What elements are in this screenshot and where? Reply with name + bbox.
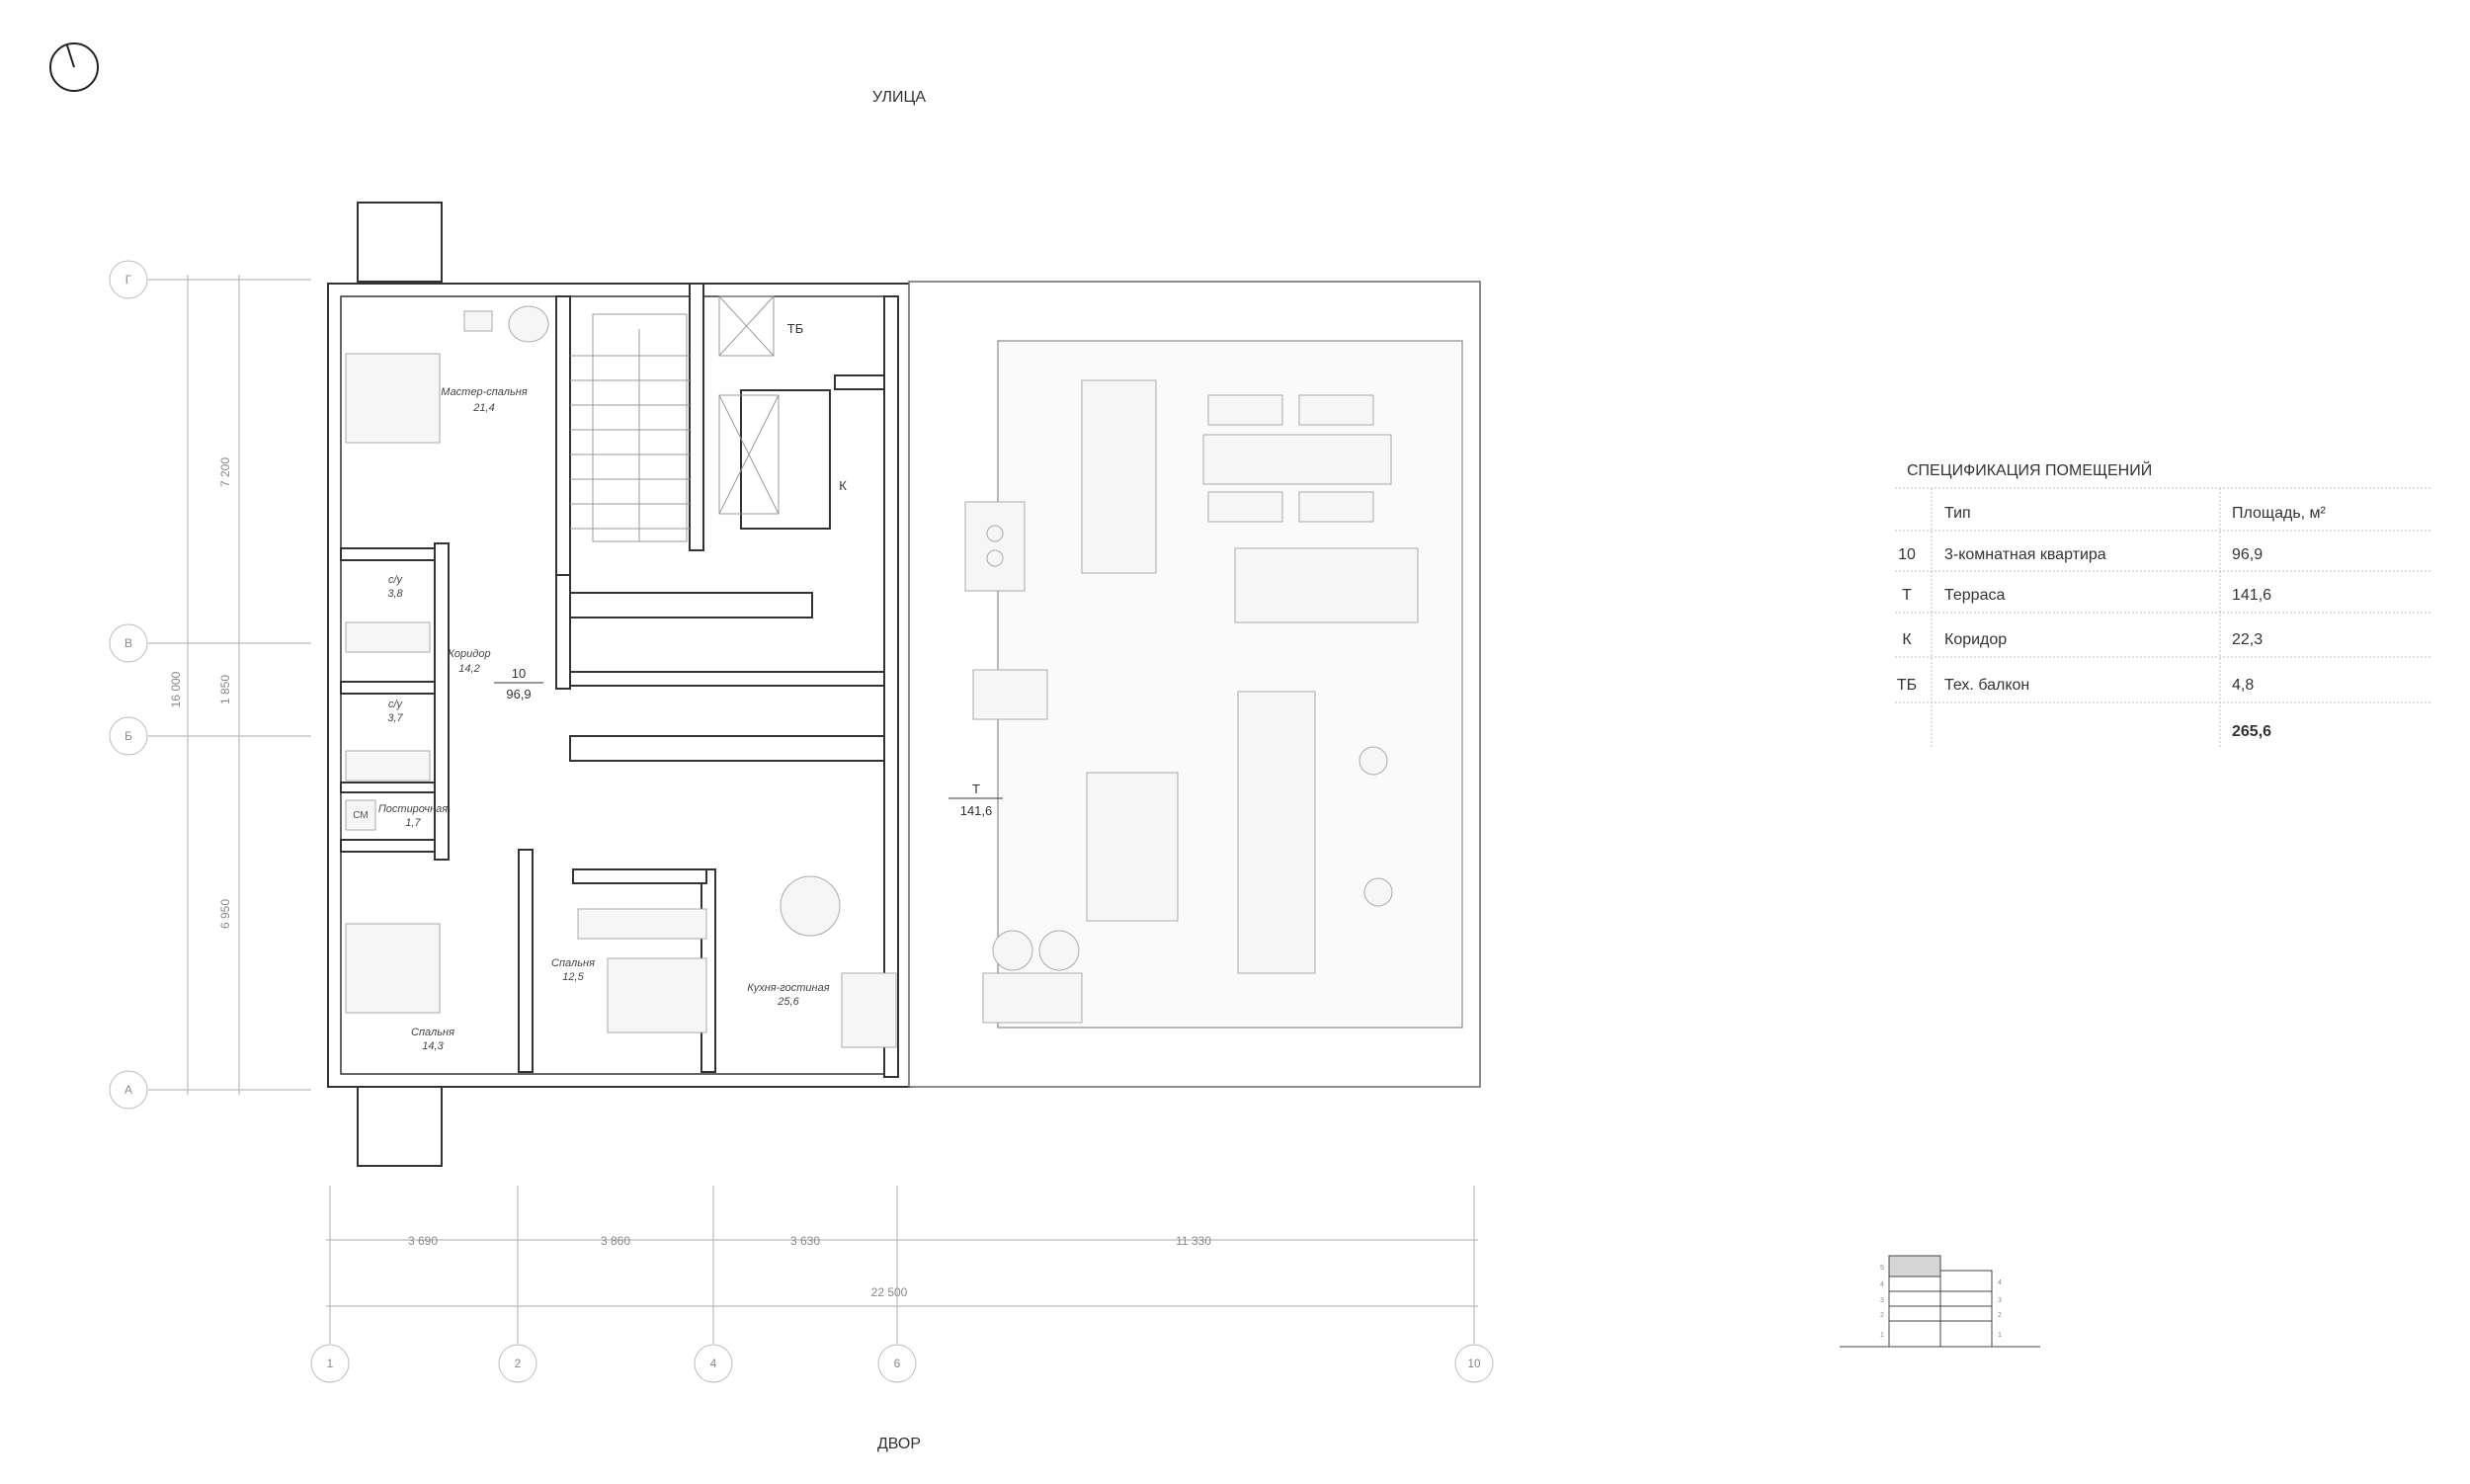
spec-area: 4,8 bbox=[2232, 677, 2254, 694]
room-area: 21,4 bbox=[472, 402, 494, 414]
spec-area: 22,3 bbox=[2232, 631, 2263, 648]
dim-label: 7 200 bbox=[218, 457, 232, 487]
floor-number: 2 bbox=[1998, 1312, 2002, 1319]
spec-type: Коридор bbox=[1944, 631, 2007, 648]
vertical-axes: 1 2 4 6 10 3 690 3 860 3 630 11 330 22 5… bbox=[310, 1186, 1494, 1383]
yard-label: ДВОР bbox=[877, 1436, 921, 1452]
room-area: 3,7 bbox=[387, 712, 403, 724]
spec-code: ТБ bbox=[1897, 677, 1917, 694]
floor-number: 5 bbox=[1880, 1265, 1884, 1272]
dim-total-vertical: 16 000 bbox=[169, 671, 183, 707]
dim-label: 3 630 bbox=[790, 1234, 820, 1248]
spec-type: Терраса bbox=[1944, 587, 2005, 604]
axis-label: 1 bbox=[327, 1357, 334, 1370]
horizontal-axes: Г В Б А 16 000 7 200 1 850 6 950 bbox=[109, 260, 311, 1110]
room-area: 14,3 bbox=[422, 1040, 444, 1052]
washer-label: СМ bbox=[353, 810, 368, 821]
room-name: Мастер-спальня bbox=[441, 386, 528, 398]
spec-type: 3-комнатная квартира bbox=[1944, 546, 2106, 563]
north-arrow-icon bbox=[49, 42, 99, 92]
axis-label: 4 bbox=[710, 1357, 717, 1370]
building-plan: Мастер-спальня 21,4 с/у 3,8 Коридор 14,2… bbox=[327, 202, 1481, 1167]
room-name: Спальня bbox=[551, 957, 595, 969]
tech-balcony-code: ТБ bbox=[787, 321, 803, 336]
dim-label: 3 860 bbox=[601, 1234, 630, 1248]
floor-number: 1 bbox=[1998, 1332, 2002, 1339]
terrace-code: Т bbox=[972, 782, 980, 796]
room-name: Спальня bbox=[411, 1027, 454, 1038]
room-area: 12,5 bbox=[562, 971, 584, 983]
room-area: 14,2 bbox=[458, 663, 479, 675]
dim-label: 3 690 bbox=[408, 1234, 438, 1248]
dim-label: 6 950 bbox=[218, 899, 232, 929]
room-area: 3,8 bbox=[387, 588, 403, 600]
axis-label: Г bbox=[125, 273, 132, 287]
room-name: с/у bbox=[388, 699, 404, 710]
spec-type: Тех. балкон bbox=[1944, 677, 2029, 694]
floor-number: 2 bbox=[1880, 1312, 1884, 1319]
axis-label: А bbox=[124, 1083, 132, 1097]
room-name: Коридор bbox=[448, 648, 490, 660]
axis-label: В bbox=[124, 636, 132, 650]
floor-number: 3 bbox=[1880, 1297, 1884, 1304]
dim-total-horizontal: 22 500 bbox=[871, 1285, 908, 1299]
floor-number: 3 bbox=[1998, 1297, 2002, 1304]
spec-header-type: Тип bbox=[1944, 505, 1971, 522]
spec-area: 141,6 bbox=[2232, 587, 2271, 604]
terrace-area: 141,6 bbox=[960, 803, 993, 818]
apartment-area: 96,9 bbox=[506, 687, 531, 701]
room-name: с/у bbox=[388, 574, 404, 586]
room-name: Кухня-гостиная bbox=[747, 982, 829, 994]
spec-total: 265,6 bbox=[2232, 723, 2271, 740]
room-area: 25,6 bbox=[777, 996, 799, 1008]
spec-header-area: Площадь, м² bbox=[2232, 505, 2327, 522]
floor-number: 4 bbox=[1998, 1279, 2002, 1286]
floor-key: 5 4 3 2 1 4 3 2 1 bbox=[1840, 1255, 2040, 1348]
floor-number: 1 bbox=[1880, 1332, 1884, 1339]
dim-label: 1 850 bbox=[218, 675, 232, 704]
street-label: УЛИЦА bbox=[872, 89, 926, 106]
apartment-number: 10 bbox=[512, 666, 526, 681]
spec-area: 96,9 bbox=[2232, 546, 2263, 563]
axis-label: Б bbox=[124, 729, 132, 743]
floor-number: 4 bbox=[1880, 1281, 1884, 1288]
dim-label: 11 330 bbox=[1176, 1234, 1211, 1248]
spec-table: СПЕЦИФИКАЦИЯ ПОМЕЩЕНИЙ Тип Площадь, м² 1… bbox=[1895, 460, 2430, 748]
spec-code: К bbox=[1902, 631, 1912, 648]
axis-label: 6 bbox=[894, 1357, 901, 1370]
room-name: Постирочная bbox=[378, 803, 448, 815]
axis-label: 10 bbox=[1467, 1357, 1481, 1370]
spec-code: Т bbox=[1902, 587, 1912, 604]
corridor-code: К bbox=[839, 478, 847, 493]
axis-label: 2 bbox=[515, 1357, 522, 1370]
spec-title: СПЕЦИФИКАЦИЯ ПОМЕЩЕНИЙ bbox=[1907, 460, 2152, 479]
room-area: 1,7 bbox=[405, 817, 421, 829]
spec-code: 10 bbox=[1898, 546, 1916, 563]
